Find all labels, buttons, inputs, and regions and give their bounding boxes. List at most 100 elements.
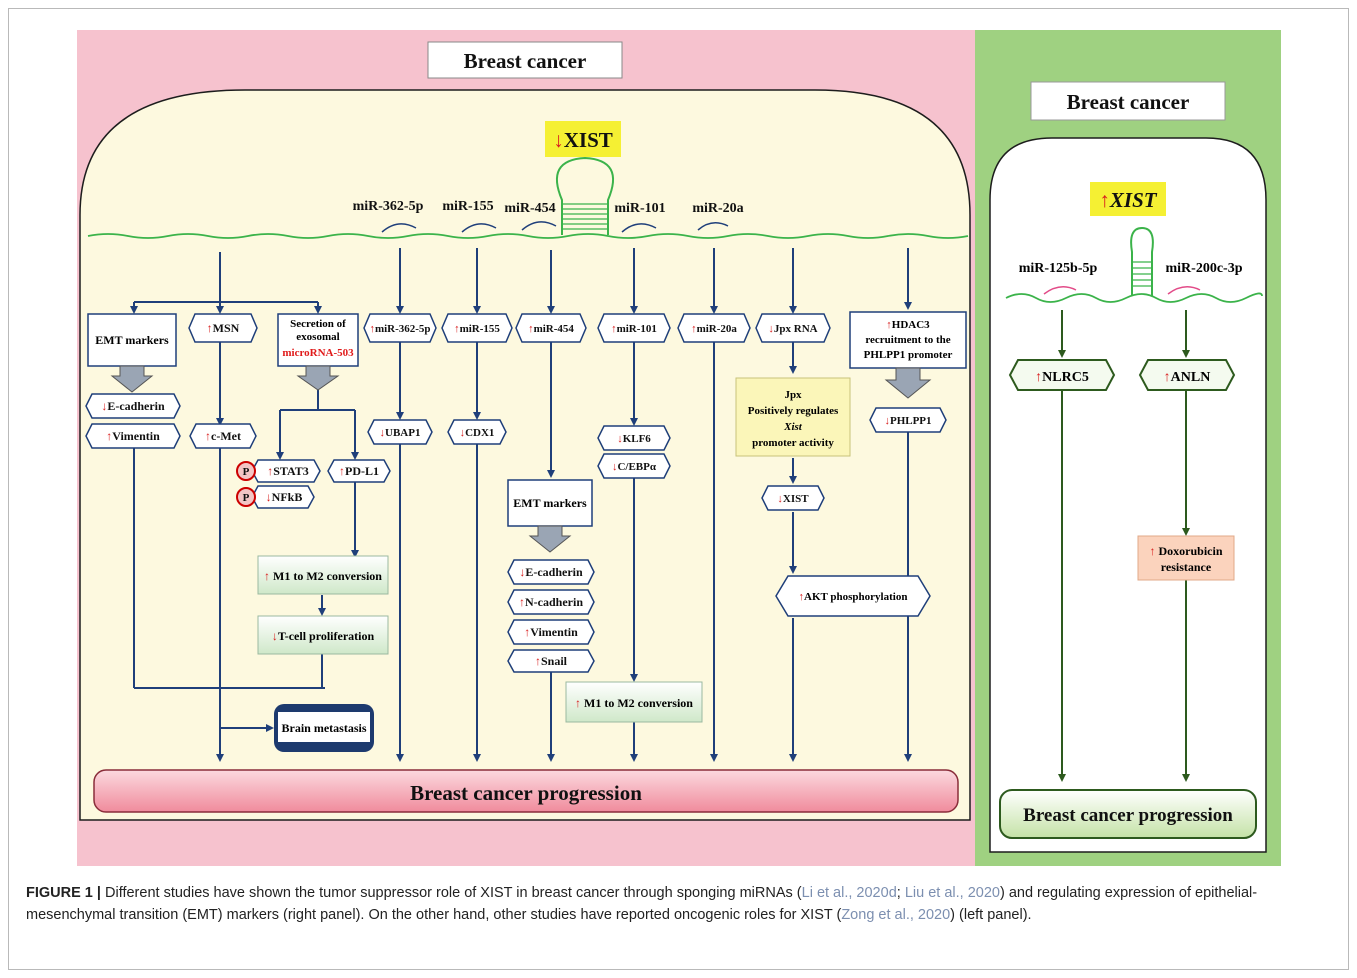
cebpa-tag [597, 453, 671, 479]
cdx1-label: ↓CDX1 [460, 427, 495, 439]
m1-m2-label-2: ↑ M1 to M2 conversion [575, 696, 693, 710]
progression-label: Breast cancer progression [410, 781, 642, 805]
stem-rungs [562, 203, 608, 230]
jpx-rna-label: ↓Jpx RNA [768, 323, 817, 335]
mir101-tag [597, 313, 671, 343]
mirna-label-454: miR-454 [504, 201, 555, 216]
left-title-box [427, 41, 623, 79]
caption-ref-liu[interactable]: Liu et al., 2020 [904, 885, 1000, 901]
right-title-box [1030, 81, 1226, 121]
mirna-label-101: miR-101 [614, 201, 665, 216]
pd-l1-label: ↑PD-L1 [339, 464, 379, 478]
emt-markers-label-1: EMT markers [95, 333, 169, 347]
mir20a-tag-label: ↑miR-20a [691, 323, 737, 335]
right-title: Breast cancer [1067, 90, 1190, 114]
hdac3-line-1: ↑HDAC3 [886, 319, 930, 331]
jpx-note-line-2: Positively regulates [748, 405, 839, 417]
right-xist-highlight [1090, 182, 1166, 216]
jpx-note-line-4: promoter activity [752, 437, 834, 449]
brain-metastasis-label: Brain metastasis [282, 721, 367, 735]
mir362-tag [363, 313, 437, 343]
mir101-tag-label: ↑miR-101 [611, 323, 657, 335]
tcell-label: ↓T-cell proliferation [272, 629, 375, 643]
akt-label: ↑AKT phosphorylation [799, 591, 908, 603]
doxo-line-2: resistance [1161, 560, 1212, 574]
emt-markers-box-1 [87, 313, 177, 367]
cdx1-tag [447, 419, 507, 445]
right-progression-bar [999, 789, 1257, 839]
secretion-line-2: exosomal [296, 331, 339, 343]
xist-highlight [545, 121, 621, 157]
emt-down-arrow-2 [528, 525, 572, 553]
msn-label: ↑MSN [207, 321, 240, 335]
hdac3-line-2: recruitment to the [865, 334, 950, 346]
msn-tag [188, 313, 258, 343]
phospho-circle-2 [236, 487, 256, 507]
caption-ref-zong[interactable]: Zong et al., 2020 [841, 907, 951, 923]
n-cadherin-tag [507, 589, 595, 615]
doxo-box [1137, 535, 1235, 581]
caption-text-1: Different studies have shown the tumor s… [100, 885, 802, 901]
jpx-note-line-3: Xist [783, 421, 803, 433]
c-met-tag [189, 423, 257, 449]
caption-text-3: ) and regulating expression of epithelia… [26, 885, 1258, 923]
mirna-label-155: miR-155 [442, 199, 493, 214]
e-cadherin-tag-1 [85, 393, 181, 419]
mir200-label: miR-200c-3p [1166, 261, 1243, 276]
vimentin-tag-1 [85, 423, 181, 449]
xist-small-label: ↓XIST [777, 493, 809, 505]
xist-stem-loop [556, 156, 614, 235]
anln-tag [1138, 359, 1236, 391]
phospho-label-2: P [243, 492, 250, 504]
left-title: Breast cancer [464, 49, 587, 73]
caption-text-4: ) (left panel). [950, 907, 1032, 923]
vimentin-tag-2 [507, 619, 595, 645]
mir454-tag-label: ↑miR-454 [528, 323, 574, 335]
jpx-note-box [735, 377, 851, 457]
stat3-label: ↑STAT3 [267, 464, 309, 478]
jpx-rna-tag [755, 313, 831, 343]
phlpp1-tag [869, 407, 947, 433]
secretion-line-1: Secretion of [290, 318, 346, 330]
progression-bar [93, 769, 959, 813]
klf6-tag [597, 425, 671, 451]
hdac3-box [849, 311, 967, 369]
n-cadherin-label: ↑N-cadherin [519, 595, 583, 609]
emt-markers-box-2 [507, 479, 593, 527]
tcell-box [257, 615, 389, 655]
e-cadherin-label-2: ↓E-cadherin [519, 565, 583, 579]
caption-text-2: ; [896, 885, 905, 901]
right-stem-loop [1130, 226, 1154, 296]
c-met-label: ↑c-Met [205, 429, 241, 443]
figure-frame [8, 8, 1349, 970]
brain-metastasis-box [278, 712, 370, 742]
phlpp1-label: ↓PHLPP1 [884, 415, 931, 427]
mir200-glyph [1167, 286, 1201, 295]
xist-small-tag [761, 485, 825, 511]
emt-down-arrow-1 [110, 365, 154, 393]
m1-m2-box-1 [257, 555, 389, 595]
mir155-tag-label: ↑miR-155 [454, 323, 500, 335]
emt-markers-label-2: EMT markers [513, 496, 587, 510]
right-progression-label: Breast cancer progression [1023, 805, 1233, 826]
pd-l1-tag [327, 459, 391, 483]
mir125-glyph [1043, 286, 1077, 295]
phospho-circle-1 [236, 461, 256, 481]
figure-diagram: Breast cancer ↓XIST miR-362-5p miR-155 m… [77, 30, 1281, 866]
e-cadherin-tag-2 [507, 559, 595, 585]
nlrc5-tag [1008, 359, 1116, 391]
m1-m2-box-2 [565, 681, 703, 723]
mir454-tag [515, 313, 587, 343]
klf6-label: ↓KLF6 [617, 433, 651, 445]
caption-ref-li[interactable]: Li et al., 2020d [801, 885, 897, 901]
xist-label: ↓XIST [553, 128, 613, 152]
snail-tag [507, 649, 595, 673]
cebpa-label: ↓C/EBPα [612, 461, 657, 473]
rna-strand [87, 233, 969, 239]
mirna-glyphs [381, 221, 729, 233]
nlrc5-label: ↑NLRC5 [1035, 370, 1089, 385]
m1-m2-label-1: ↑ M1 to M2 conversion [264, 569, 382, 583]
vimentin-label-1: ↑Vimentin [106, 429, 160, 443]
right-xist-label: ↑XIST [1099, 188, 1157, 212]
nfkb-label: ↓NFkB [266, 490, 303, 504]
